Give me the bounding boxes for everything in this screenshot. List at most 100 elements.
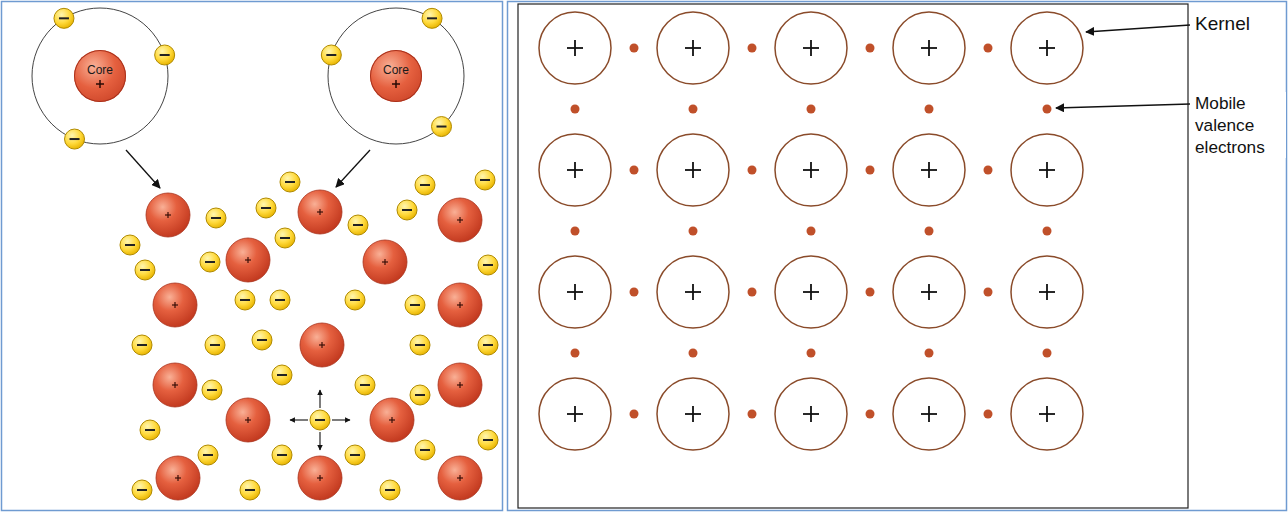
kernel — [1011, 134, 1083, 206]
atom-core: Core — [74, 50, 126, 102]
electron — [478, 335, 498, 355]
minus-sign — [275, 299, 285, 301]
kernel — [1011, 378, 1083, 450]
minus-sign — [385, 489, 395, 491]
electron-circle — [202, 380, 222, 400]
cation-circle — [153, 363, 197, 407]
valence-electron-dot — [1043, 227, 1052, 236]
minus-sign — [420, 184, 430, 186]
callout-label: Kernel — [1194, 13, 1251, 35]
electron — [321, 45, 341, 65]
electron-circle — [475, 170, 495, 190]
electron-circle — [120, 235, 140, 255]
minus-sign — [315, 419, 325, 421]
atom-core: Core — [370, 50, 422, 102]
minus-sign — [160, 54, 170, 56]
electron-circle — [478, 335, 498, 355]
electron-circle — [240, 480, 260, 500]
minus-sign — [483, 344, 493, 346]
electron — [310, 410, 330, 430]
electron — [205, 335, 225, 355]
callout-label: Mobile valence electrons — [1194, 92, 1286, 158]
electron-circle — [432, 117, 452, 137]
electron — [275, 228, 295, 248]
minus-sign — [70, 138, 80, 140]
kernel — [539, 378, 611, 450]
electron-circle — [272, 365, 292, 385]
plus-sign-bar — [174, 382, 175, 388]
electron-circle — [200, 252, 220, 272]
valence-electron-dot — [866, 410, 875, 419]
cation-circle — [226, 238, 270, 282]
electron-circle — [478, 255, 498, 275]
plus-sign-bar — [174, 302, 175, 308]
kernel-circle — [775, 378, 847, 450]
electron — [140, 420, 160, 440]
cation — [363, 240, 407, 284]
kernel-circle — [893, 12, 965, 84]
electron — [135, 260, 155, 280]
minus-sign — [240, 299, 250, 301]
leader-arrow — [1086, 25, 1190, 32]
electron — [380, 480, 400, 500]
valence-electron-dot — [748, 288, 757, 297]
attraction-arrow — [319, 432, 320, 450]
arrow — [126, 150, 160, 188]
electron — [240, 480, 260, 500]
electron-circle — [410, 335, 430, 355]
kernel-circle — [775, 256, 847, 328]
attraction-arrow — [332, 419, 350, 420]
valence-electron-dot — [689, 105, 698, 114]
valence-electron-dot — [1043, 105, 1052, 114]
kernel-circle — [1011, 378, 1083, 450]
electron — [155, 45, 175, 65]
kernel — [1011, 12, 1083, 84]
plus-sign-bar — [928, 406, 930, 422]
kernel-circle — [539, 134, 611, 206]
electron — [475, 170, 495, 190]
electron-circle — [132, 480, 152, 500]
plus-sign-bar — [459, 302, 460, 308]
cation — [438, 456, 482, 500]
electron — [478, 255, 498, 275]
electron-circle — [405, 295, 425, 315]
minus-sign — [415, 394, 425, 396]
kernel-circle — [1011, 12, 1083, 84]
valence-electron-dot — [571, 349, 580, 358]
valence-electron-dot — [1043, 349, 1052, 358]
electron — [206, 208, 226, 228]
valence-electron-dot — [689, 227, 698, 236]
core-label: Core — [87, 63, 113, 77]
cation-circle — [146, 193, 190, 237]
plus-sign-bar — [574, 284, 576, 300]
plus-sign-bar — [247, 257, 248, 263]
electron-circle — [321, 45, 341, 65]
kernel — [657, 134, 729, 206]
electron — [345, 445, 365, 465]
plus-sign-bar — [810, 162, 812, 178]
electron-circle — [198, 445, 218, 465]
kernel-circle — [539, 256, 611, 328]
electron-circle — [205, 335, 225, 355]
electron — [272, 445, 292, 465]
valence-electron-dot — [630, 166, 639, 175]
minus-sign — [326, 54, 336, 56]
kernel-circle — [775, 12, 847, 84]
plus-sign-bar — [1046, 284, 1048, 300]
cation — [146, 193, 190, 237]
electron-circle — [280, 172, 300, 192]
plus-sign-bar — [574, 162, 576, 178]
cation-circle — [298, 190, 342, 234]
electron-circle — [410, 385, 430, 405]
valence-electron-dot — [866, 166, 875, 175]
electron-circle — [275, 228, 295, 248]
minus-sign — [437, 126, 447, 128]
valence-electron-dot — [748, 166, 757, 175]
valence-electron-dot — [630, 288, 639, 297]
electron — [397, 200, 417, 220]
lattice-frame — [518, 4, 1188, 508]
metal-lattice-right — [539, 12, 1083, 450]
electron-circle — [355, 375, 375, 395]
core-charge-sign — [95, 79, 105, 89]
